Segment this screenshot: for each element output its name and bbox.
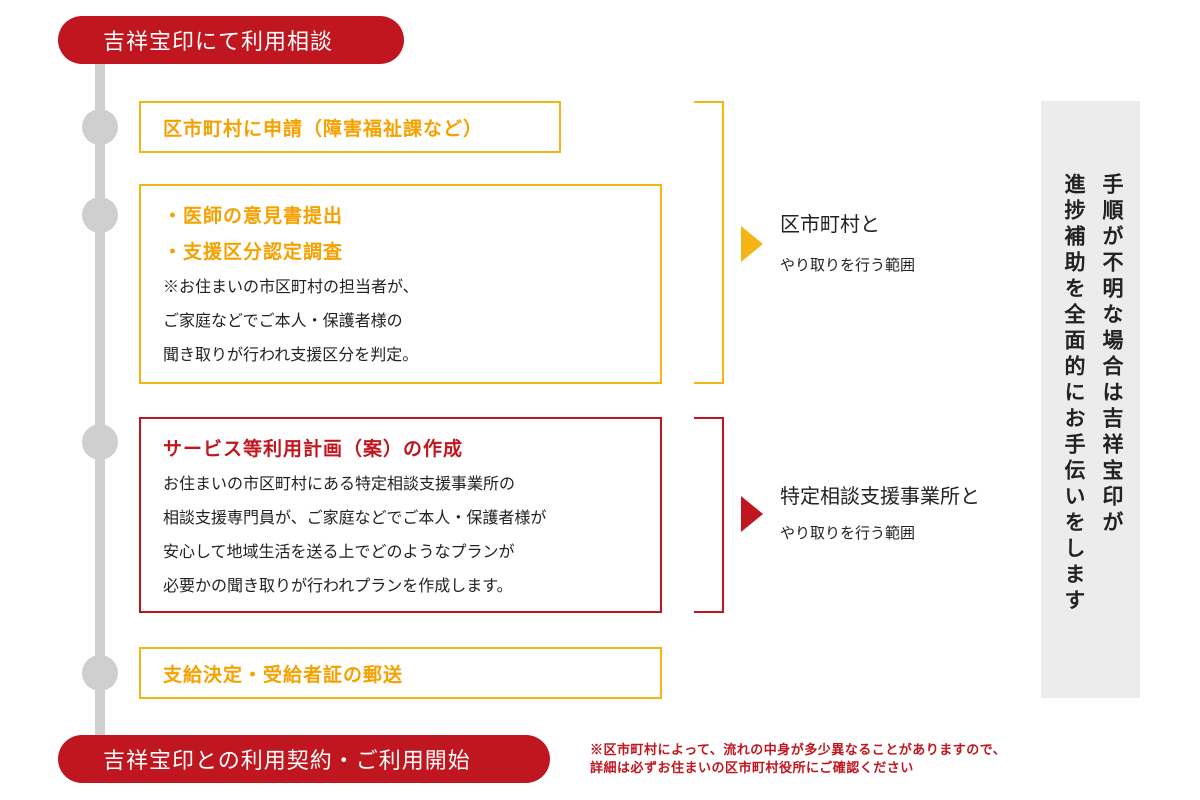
start-label: 吉祥宝印にて利用相談 — [58, 16, 404, 64]
step-service-plan-line-2: 相談支援専門員が、ご家庭などでご本人・保護者様が — [163, 508, 547, 527]
step-decision: 支給決定・受給者証の郵送 — [139, 647, 662, 699]
step-service-plan-line-1: お住まいの市区町村にある特定相談支援事業所の — [163, 474, 516, 493]
scope-municipality-sub: やり取りを行う範囲 — [780, 256, 916, 274]
timeline-line — [95, 64, 105, 736]
bracket-consultation-office — [694, 417, 724, 613]
footnote-line-2: 詳細は必ずお住まいの区市町村役所にご確認ください — [590, 761, 914, 776]
step-assessment-line-3: 聞き取りが行われ支援区分を判定。 — [163, 345, 419, 364]
end-label: 吉祥宝印との利用契約・ご利用開始 — [58, 735, 550, 783]
step-assessment-line-1: ※お住まいの市区町村の担当者が、 — [163, 277, 419, 296]
footnote-line-1: ※区市町村によって、流れの中身が多少異なることがありますので、 — [590, 743, 1007, 758]
arrow-right-icon — [741, 496, 763, 532]
step-service-plan-line-3: 安心して地域生活を送る上でどのようなプランが — [163, 542, 515, 561]
bracket-municipality — [694, 101, 724, 384]
step-service-plan: サービス等利用計画（案）の作成 お住まいの市区町村にある特定相談支援事業所の 相… — [139, 417, 662, 613]
step-assessment-line-2: ご家庭などでご本人・保護者様の — [163, 311, 403, 330]
step-service-plan-line-4: 必要かの聞き取りが行われプランを作成します。 — [163, 576, 513, 595]
timeline-node-3 — [82, 424, 118, 460]
step-application: 区市町村に申請（障害福祉課など） — [139, 101, 561, 153]
scope-municipality-main: 区市町村と — [780, 212, 880, 236]
side-panel-text-2: 進捗補助を全面的にお手伝いをします — [1062, 173, 1086, 615]
footnote: ※区市町村によって、流れの中身が多少異なることがありますので、 詳細は必ずお住ま… — [590, 742, 1006, 778]
scope-office-sub: やり取りを行う範囲 — [780, 524, 916, 542]
timeline-node-2 — [82, 197, 118, 233]
arrow-right-icon — [741, 226, 763, 262]
step-service-plan-title: サービス等利用計画（案）の作成 — [163, 438, 464, 460]
support-side-panel: 手順が不明な場合は吉祥宝印が 進捗補助を全面的にお手伝いをします — [1041, 101, 1140, 698]
scope-office-main: 特定相談支援事業所と — [780, 484, 980, 508]
step-assessment-title-2: ・支援区分認定調査 — [163, 241, 344, 263]
step-assessment-title-1: ・医師の意見書提出 — [163, 205, 344, 227]
timeline-node-1 — [82, 109, 118, 145]
timeline-node-4 — [82, 655, 118, 691]
step-assessment: ・医師の意見書提出 ・支援区分認定調査 ※お住まいの市区町村の担当者が、 ご家庭… — [139, 184, 662, 384]
side-panel-text-1: 手順が不明な場合は吉祥宝印が — [1100, 173, 1124, 537]
step-application-title: 区市町村に申請（障害福祉課など） — [163, 117, 484, 140]
step-decision-title: 支給決定・受給者証の郵送 — [163, 663, 404, 686]
